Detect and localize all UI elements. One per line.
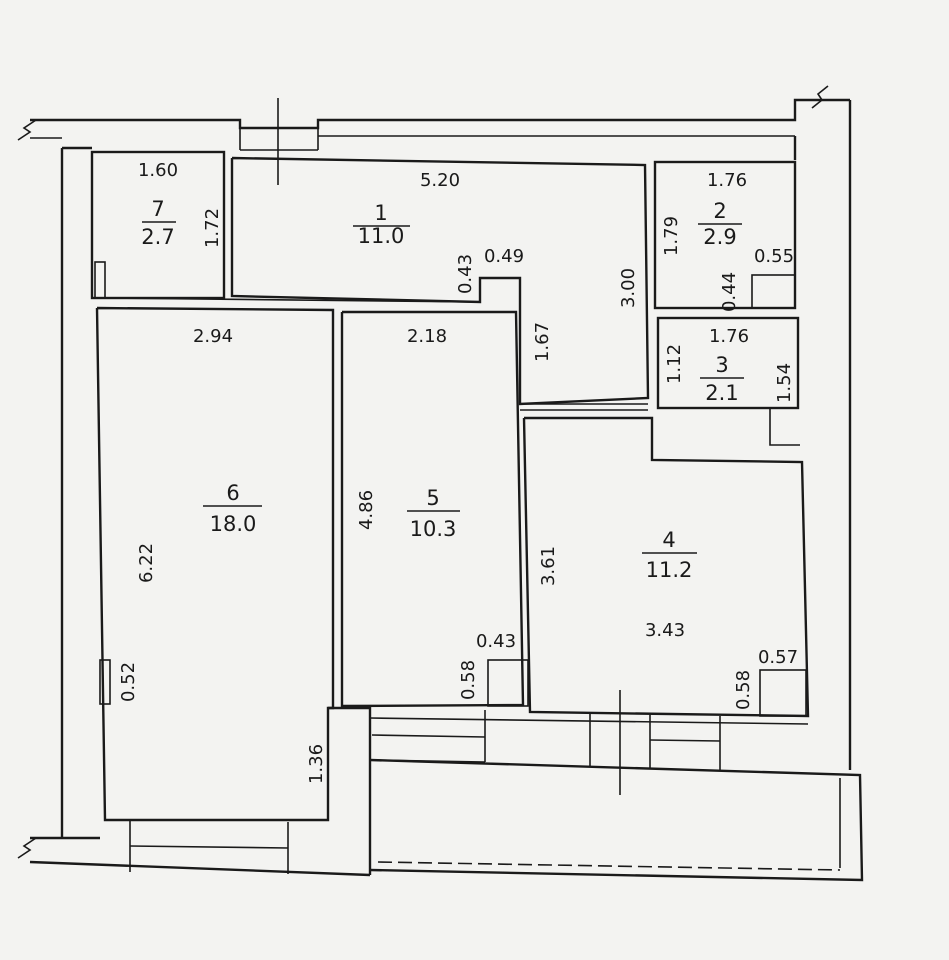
dim-r1-niche-w: 0.49 xyxy=(484,246,524,267)
dim-r4-height: 3.61 xyxy=(538,546,559,586)
room-3-outline xyxy=(656,316,800,410)
dim-r3-width: 1.76 xyxy=(709,326,749,347)
room-6-area: 18.0 xyxy=(210,512,257,536)
room-7-area: 2.7 xyxy=(141,225,174,249)
room-1-outline xyxy=(230,156,650,406)
dimension-labels: 1.60 1.72 5.20 0.43 0.49 3.00 1.67 1.76 … xyxy=(118,160,798,784)
dim-r1-niche-h: 0.43 xyxy=(455,254,476,294)
dim-r4-niche-w: 0.57 xyxy=(758,647,798,668)
dim-r5-height: 4.86 xyxy=(356,490,377,530)
dim-r5-niche-h: 0.58 xyxy=(458,660,479,700)
room-labels: 7 2.7 1 11.0 2 2.9 3 2.1 6 18.0 5 10.3 4… xyxy=(141,197,744,582)
room-5-area: 10.3 xyxy=(410,517,457,541)
dim-r7-width: 1.60 xyxy=(138,160,178,181)
room-5-number: 5 xyxy=(426,486,439,510)
room-4-number: 4 xyxy=(662,528,675,552)
dim-r7-height: 1.72 xyxy=(202,208,223,248)
room-walls xyxy=(90,150,810,875)
dim-r2-width: 1.76 xyxy=(707,170,747,191)
dim-corridor-h: 1.67 xyxy=(532,322,553,362)
dim-r6-width: 2.94 xyxy=(193,326,233,347)
room-2-outline xyxy=(653,160,797,310)
room-1-area: 11.0 xyxy=(358,224,405,248)
room-2-area: 2.9 xyxy=(703,225,736,249)
outer-walls xyxy=(17,85,864,882)
dim-r3-height: 1.12 xyxy=(664,344,685,384)
room-3-number: 3 xyxy=(715,353,728,377)
room-6-outline xyxy=(95,306,335,822)
room-5-outline xyxy=(340,310,525,708)
room-6-number: 6 xyxy=(226,481,239,505)
room-7-number: 7 xyxy=(151,197,164,221)
dim-r1-width: 5.20 xyxy=(420,170,460,191)
dim-r6-height: 6.22 xyxy=(136,543,157,583)
dim-r4-width: 3.43 xyxy=(645,620,685,641)
dim-r3-side: 1.54 xyxy=(774,363,795,403)
room-2-number: 2 xyxy=(713,199,726,223)
room-4-outline xyxy=(522,416,810,718)
dim-r5-niche-w: 0.43 xyxy=(476,631,516,652)
dim-r5-width: 2.18 xyxy=(407,326,447,347)
dim-r2-niche-h: 0.44 xyxy=(719,272,740,312)
dim-r4-niche-h: 0.58 xyxy=(733,670,754,710)
room-3-area: 2.1 xyxy=(705,381,738,405)
dim-r1-height: 3.00 xyxy=(618,268,639,308)
room-4-area: 11.2 xyxy=(646,558,693,582)
room-1-number: 1 xyxy=(374,201,387,225)
dim-r6-balcony: 1.36 xyxy=(306,744,327,784)
dim-r6-niche: 0.52 xyxy=(118,662,139,702)
dim-r2-niche-w: 0.55 xyxy=(754,246,794,267)
dim-r2-height: 1.79 xyxy=(661,216,682,256)
